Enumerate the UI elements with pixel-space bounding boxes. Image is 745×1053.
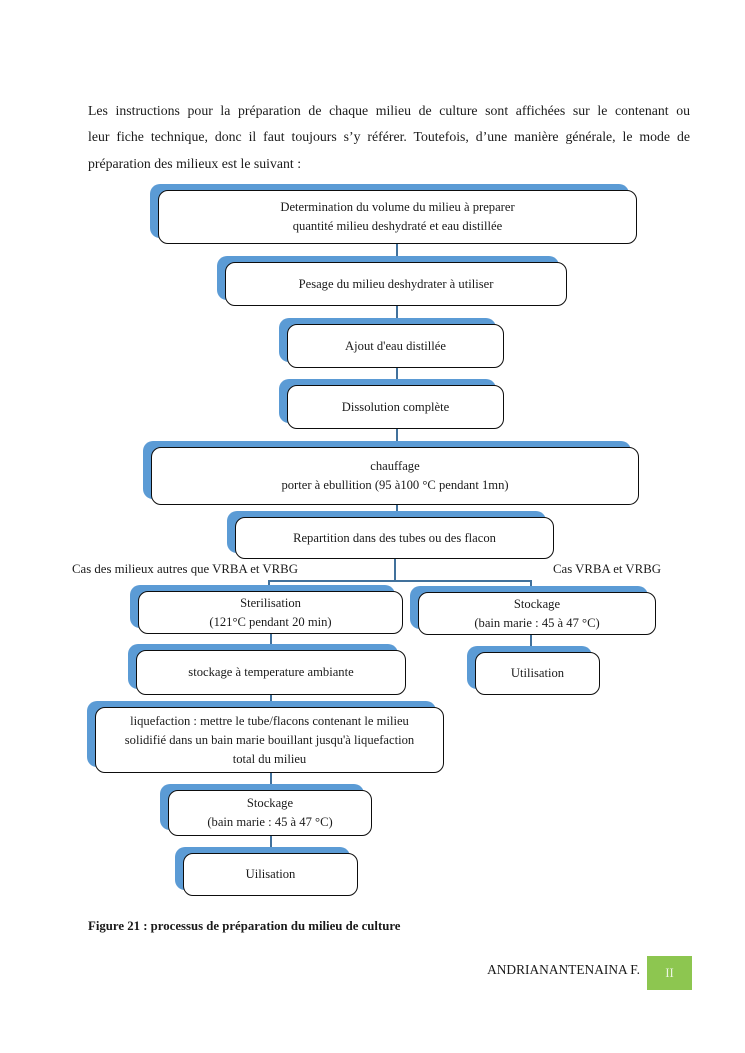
connector-line xyxy=(268,580,531,582)
connector-line xyxy=(530,635,532,653)
page-number-badge: II xyxy=(647,956,692,990)
connector-line xyxy=(530,580,532,592)
flow-box-stockage-ambiante: stockage à temperature ambiante xyxy=(136,650,406,695)
flow-box-text: (bain marie : 45 à 47 °C) xyxy=(207,815,333,829)
branch-label-right: Cas VRBA et VRBG xyxy=(553,562,661,576)
flow-box-text: solidifié dans un bain marie bouillant j… xyxy=(124,732,415,747)
connector-line xyxy=(396,368,398,386)
connector-line xyxy=(396,306,398,325)
flow-box-text: chauffage xyxy=(370,459,420,473)
flow-box-text: Stockage xyxy=(246,796,294,810)
flow-box-text: porter à ebullition (95 à100 °C pendant … xyxy=(281,478,509,492)
flow-box-stockage-bain-marie-left: Stockage (bain marie : 45 à 47 °C) xyxy=(168,790,372,836)
connector-line xyxy=(394,559,396,580)
flow-box-text: Repartition dans des tubes ou des flacon xyxy=(293,530,496,545)
flow-box-determination: Determination du volume du milieu à prep… xyxy=(158,190,637,244)
flow-box-ajout-eau: Ajout d'eau distillée xyxy=(287,324,504,368)
flow-box-dissolution: Dissolution complète xyxy=(287,385,504,429)
intro-line: leur fiche technique, donc il faut toujo… xyxy=(88,129,690,145)
connector-line xyxy=(270,695,272,708)
connector-line xyxy=(268,580,270,592)
flow-box-text: stockage à temperature ambiante xyxy=(188,665,354,679)
flow-box-text: Pesage du milieu deshydrater à utiliser xyxy=(298,276,494,291)
connector-line xyxy=(396,505,398,518)
flow-box-repartition: Repartition dans des tubes ou des flacon xyxy=(235,517,554,559)
flow-box-text: Ajout d'eau distillée xyxy=(345,338,446,353)
flow-box-chauffage: chauffage porter à ebullition (95 à100 °… xyxy=(151,447,639,505)
connector-line xyxy=(270,773,272,790)
flow-box-uilisation-left: Uilisation xyxy=(183,853,358,896)
flow-box-text: (bain marie : 45 à 47 °C) xyxy=(474,615,600,630)
flow-box-text: Uilisation xyxy=(245,867,296,881)
connector-line xyxy=(396,429,398,448)
figure-caption: Figure 21 : processus de préparation du … xyxy=(88,919,401,933)
flow-box-stockage-bain-marie-right: Stockage (bain marie : 45 à 47 °C) xyxy=(418,592,656,635)
flow-box-text: Utilisation xyxy=(510,666,565,680)
intro-paragraph: Les instructions pour la préparation de … xyxy=(88,98,690,178)
branch-label-left: Cas des milieux autres que VRBA et VRBG xyxy=(72,562,298,576)
flow-box-sterilisation: Sterilisation (121°C pendant 20 min) xyxy=(138,591,403,634)
intro-line: préparation des milieux est le suivant : xyxy=(88,155,302,171)
connector-line xyxy=(270,836,272,854)
connector-line xyxy=(270,634,272,651)
flow-box-text: Stockage xyxy=(513,596,561,611)
flow-box-text: liquefaction : mettre le tube/flacons co… xyxy=(130,713,409,728)
flow-box-pesage: Pesage du milieu deshydrater à utiliser xyxy=(225,262,567,306)
flow-box-text: quantité milieu deshydraté et eau distil… xyxy=(292,219,503,233)
flow-box-liquefaction: liquefaction : mettre le tube/flacons co… xyxy=(95,707,444,773)
connector-line xyxy=(396,244,398,263)
intro-line: Les instructions pour la préparation de … xyxy=(88,102,690,118)
flow-box-text: Dissolution complète xyxy=(341,399,450,414)
flow-box-utilisation-right: Utilisation xyxy=(475,652,600,695)
footer-author: ANDRIANANTENAINA F. xyxy=(487,962,640,977)
flow-box-text: total du milieu xyxy=(232,751,307,766)
flow-box-text: Sterilisation xyxy=(240,595,301,610)
flow-box-text: Determination du volume du milieu à prep… xyxy=(280,200,515,214)
flow-box-text: (121°C pendant 20 min) xyxy=(209,614,332,629)
